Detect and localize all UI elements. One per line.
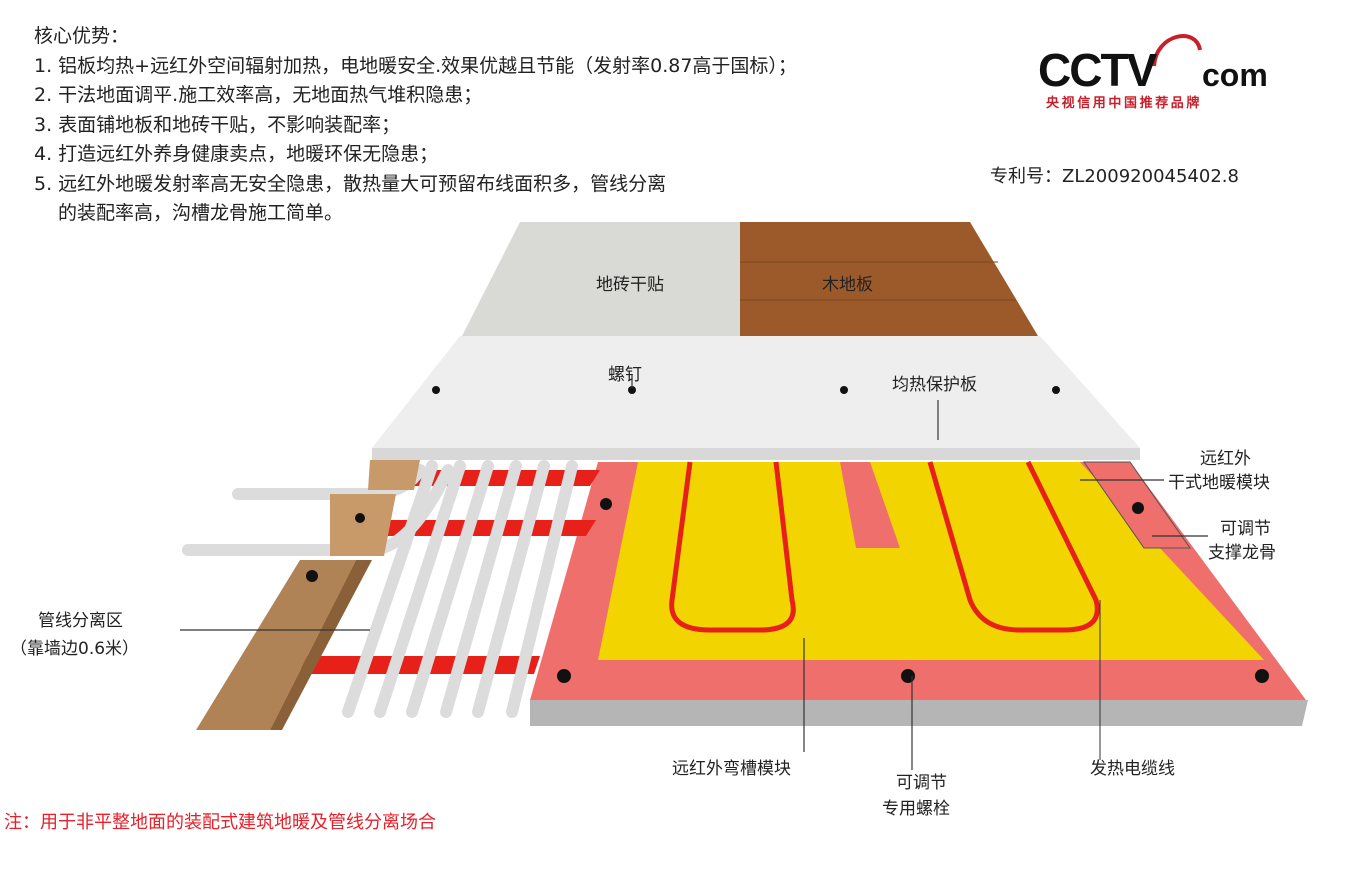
screw-dot (1255, 669, 1269, 683)
patent-number: 专利号：ZL200920045402.8 (990, 166, 1239, 187)
cable-label: 发热电缆线 (1090, 759, 1175, 779)
leader-lines (180, 374, 1208, 770)
wood-keel (196, 560, 356, 730)
screw-label: 螺钉 (608, 365, 642, 385)
board-label: 均热保护板 (892, 375, 977, 395)
cctv-logo: CCTV com (1038, 34, 1268, 96)
screw-dot (306, 570, 318, 582)
groove-module-label: 远红外弯槽模块 (672, 759, 791, 779)
screw-dot (355, 513, 365, 523)
pipe-zone-label-1: 管线分离区 (38, 611, 123, 631)
keel-label-1: 可调节 (1220, 519, 1271, 539)
module-label-1: 远红外 (1200, 449, 1251, 469)
wood-keel (270, 560, 372, 730)
screw-dot (557, 669, 571, 683)
footnote: 注：用于非平整地面的装配式建筑地暖及管线分离场合 (4, 812, 436, 833)
advantage-item: 2. 干法地面调平.施工效率高，无地面热气堆积隐患； (34, 84, 483, 106)
advantage-item-continuation: 的装配率高，沟槽龙骨施工简单。 (58, 202, 344, 224)
advantage-item: 3. 表面铺地板和地砖干贴，不影响装配率； (34, 113, 401, 136)
heating-cable (927, 460, 1100, 633)
protection-board-edge (372, 448, 1140, 460)
base-slab (530, 700, 1308, 726)
screw-dot (1132, 502, 1144, 514)
wood-block (330, 494, 396, 556)
advantage-item: 1. 铝板均热+远红外空间辐射加热，电地暖安全.效果优越且节能（发射率0.87高… (34, 54, 797, 77)
board-screw (840, 386, 848, 394)
logo-brand: CCTV (1038, 44, 1158, 96)
tile-panel (462, 222, 740, 336)
logo-subtitle: 央视信用中国推荐品牌 (1046, 96, 1203, 111)
module-strip (840, 462, 900, 548)
module-label-2: 干式地暖模块 (1168, 473, 1270, 493)
heating-cable (669, 461, 796, 633)
advantage-item: 5. 远红外地暖发射率高无安全隐患，散热量大可预留布线面积多，管线分离 (34, 172, 667, 195)
screw-dot (600, 498, 612, 510)
board-screw (1052, 386, 1060, 394)
screw-dot (901, 669, 915, 683)
advantages-block: 核心优势： 1. 铝板均热+远红外空间辐射加热，电地暖安全.效果优越且节能（发射… (34, 22, 797, 229)
advantages-title: 核心优势： (34, 25, 130, 47)
tile-label: 地砖干贴 (596, 275, 664, 295)
protection-board (372, 336, 1140, 448)
wood-label: 木地板 (822, 275, 873, 295)
logo-suffix: com (1202, 57, 1268, 93)
bolt-label-1: 可调节 (896, 773, 947, 793)
keel-label-2: 支撑龙骨 (1208, 543, 1276, 563)
board-screw (432, 386, 440, 394)
bolt-label-2: 专用螺栓 (882, 799, 950, 819)
board-screw (628, 386, 636, 394)
advantage-item: 4. 打造远红外养身健康卖点，地暖环保无隐患； (34, 143, 439, 165)
wood-block (368, 460, 420, 490)
pipe-zone-label-2: （靠墙边0.6米） (10, 639, 139, 659)
wood-panel (740, 222, 1038, 336)
